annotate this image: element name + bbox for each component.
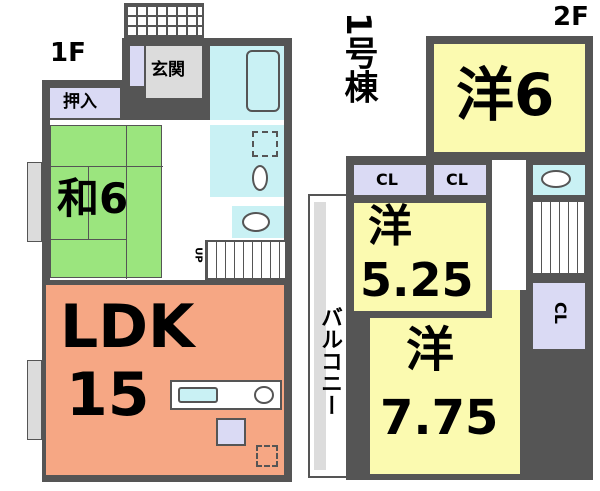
entrance-porch bbox=[124, 3, 204, 39]
shoe-closet bbox=[130, 46, 144, 86]
closet-label: 押入 bbox=[63, 92, 97, 112]
room-washroom bbox=[210, 125, 284, 197]
toilet-icon bbox=[541, 170, 571, 188]
fridge-space bbox=[216, 418, 246, 446]
ldk-size-label: 15 bbox=[66, 360, 150, 430]
room-toilet-2f bbox=[533, 165, 585, 195]
room-western-775: 洋 7.75 bbox=[370, 318, 520, 474]
room-closet-oshiire: 押入 bbox=[50, 88, 120, 118]
closet-a-label: CL bbox=[376, 170, 398, 189]
entrance-label: 玄関 bbox=[151, 60, 185, 80]
balcony: バルコニー bbox=[308, 194, 348, 478]
window-bay-ldk bbox=[27, 360, 42, 440]
japanese-room-label: 和6 bbox=[57, 174, 129, 223]
storage-icon bbox=[256, 445, 278, 467]
washer-icon bbox=[252, 131, 278, 157]
kitchen-counter bbox=[170, 380, 282, 410]
window-bay bbox=[27, 162, 42, 242]
western-525-name: 洋 bbox=[368, 201, 412, 252]
bathtub-icon bbox=[246, 50, 280, 112]
hall-2f bbox=[492, 160, 526, 290]
western-775-name: 洋 bbox=[406, 322, 455, 378]
room-toilet-1f bbox=[232, 206, 284, 238]
western-525-size: 5.25 bbox=[360, 253, 474, 307]
stove-icon bbox=[254, 386, 274, 404]
room-bath bbox=[210, 46, 284, 120]
room-western-525: 洋 5.25 bbox=[354, 203, 486, 311]
room-closet-b: CL bbox=[434, 165, 486, 195]
floor-1-label: 1F bbox=[50, 38, 86, 68]
western-775-size: 7.75 bbox=[380, 390, 499, 446]
ldk-label: LDK bbox=[60, 292, 195, 362]
stairs-up-label: UP bbox=[192, 247, 204, 263]
room-ldk: LDK 15 bbox=[46, 285, 284, 475]
room-western-6: 洋6 bbox=[434, 44, 585, 152]
closet-c-label: CL bbox=[550, 302, 570, 324]
western-6-label: 洋6 bbox=[456, 61, 555, 129]
room-closet-a: CL bbox=[354, 165, 426, 195]
stairs-2f bbox=[530, 200, 586, 275]
room-western-775-ext bbox=[492, 290, 520, 320]
kitchen-sink-icon bbox=[178, 387, 218, 403]
building-label: 1号棟 bbox=[338, 12, 378, 104]
room-japanese-6: 和6 bbox=[50, 125, 163, 279]
toilet-icon bbox=[242, 212, 270, 232]
sink-icon bbox=[252, 165, 268, 191]
closet-b-label: CL bbox=[446, 170, 468, 189]
room-closet-c: CL bbox=[533, 283, 585, 349]
floor-2-label: 2F bbox=[553, 2, 589, 32]
room-entrance: 玄関 bbox=[146, 46, 202, 98]
stairs-1f bbox=[205, 240, 287, 280]
balcony-label: バルコニー bbox=[317, 306, 342, 416]
balcony-rail bbox=[314, 202, 326, 470]
